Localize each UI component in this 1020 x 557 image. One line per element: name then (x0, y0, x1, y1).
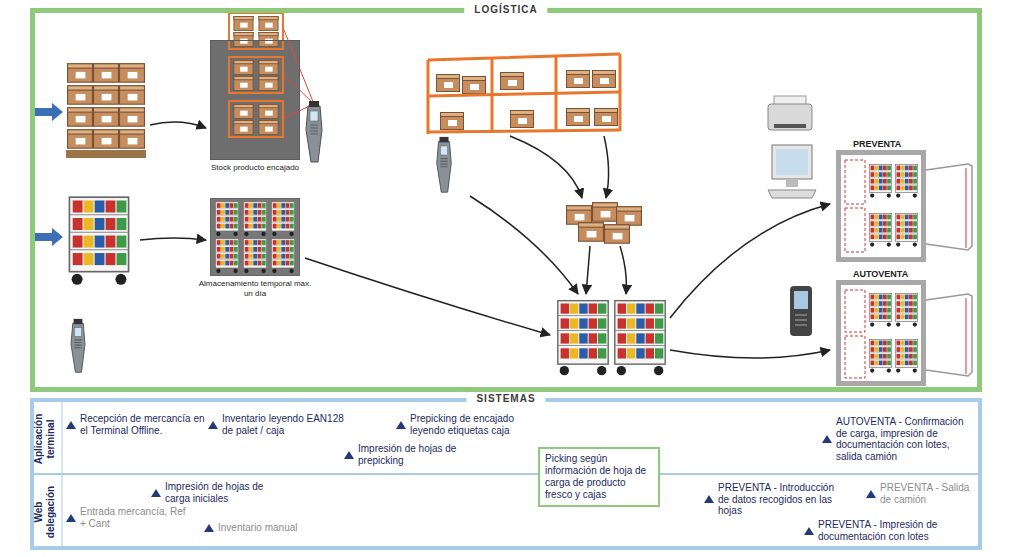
task-note: Impresión de hojas de prepicking (358, 443, 458, 466)
pda-device (790, 286, 812, 336)
task-note: PREVENTA - Salida de camión (880, 482, 978, 505)
box-pile (567, 203, 642, 243)
inbound-arrows (35, 103, 63, 246)
picking-carts (558, 301, 665, 376)
task-note: Recepción de mercancía en el Terminal Of… (80, 413, 205, 436)
truck-load-box: AUTOVENTA (836, 280, 926, 386)
bullet-triangle (804, 527, 814, 535)
task-note: Inventario manual (218, 522, 328, 534)
row-label: Web delegación (33, 477, 56, 547)
truck-load-box: PREVENTA (836, 150, 926, 262)
box-heading: PREVENTA (853, 139, 901, 150)
task-note: PREVENTA - Impresión de documentación co… (818, 519, 968, 542)
bullet-triangle (66, 421, 76, 429)
logistics-frame: LOGÍSTICAStock producto encajadoAlmacena… (30, 8, 982, 392)
flow-arrows (140, 122, 830, 358)
bullet-triangle (204, 524, 214, 532)
task-note: Inventario leyendo EAN128 de palet / caj… (222, 413, 344, 436)
systems-separators (34, 402, 978, 546)
task-note: PREVENTA - Introducción de datos recogid… (718, 482, 843, 517)
bullet-triangle (208, 421, 218, 429)
bullet-triangle (396, 421, 406, 429)
bullet-triangle (704, 495, 714, 503)
frame-title: LOGÍSTICA (464, 3, 547, 17)
task-note: Impresión de hojas de carga iniciales (165, 481, 283, 504)
office-equipment (768, 96, 816, 198)
product-cart (69, 197, 128, 285)
task-note: AUTOVENTA - Confirmación de carga, impre… (836, 416, 976, 462)
task-note: Entrada mercancía, Ref + Cant (80, 506, 190, 529)
frame-title: SISTEMAS (466, 392, 545, 406)
truck-load-picture (845, 160, 972, 378)
stock-area-picture (210, 13, 322, 162)
warehouse-racks (428, 54, 620, 192)
bullet-triangle (344, 451, 354, 459)
area-caption: Almacenamiento temporal max. un día (197, 279, 313, 298)
temporary-storage-picture (210, 198, 300, 276)
area-caption: Stock producto encajado (197, 163, 313, 173)
bullet-triangle (822, 435, 832, 443)
storage-area: Almacenamiento temporal max. un día (210, 198, 300, 276)
pallet-of-boxes (66, 64, 146, 158)
process-box: Picking según información de hoja de car… (538, 447, 660, 507)
box-heading: AUTOVENTA (853, 269, 908, 280)
process-text: Picking según información de hoja de car… (545, 453, 653, 501)
bullet-triangle (151, 489, 161, 497)
bullet-triangle (66, 514, 76, 522)
task-note: Prepicking de encajado leyendo etiquetas… (410, 413, 532, 436)
storage-area: Stock producto encajado (210, 40, 300, 160)
handheld-scanner (71, 319, 85, 372)
bullet-triangle (866, 490, 876, 498)
row-label: Aplicación terminal (33, 405, 56, 473)
